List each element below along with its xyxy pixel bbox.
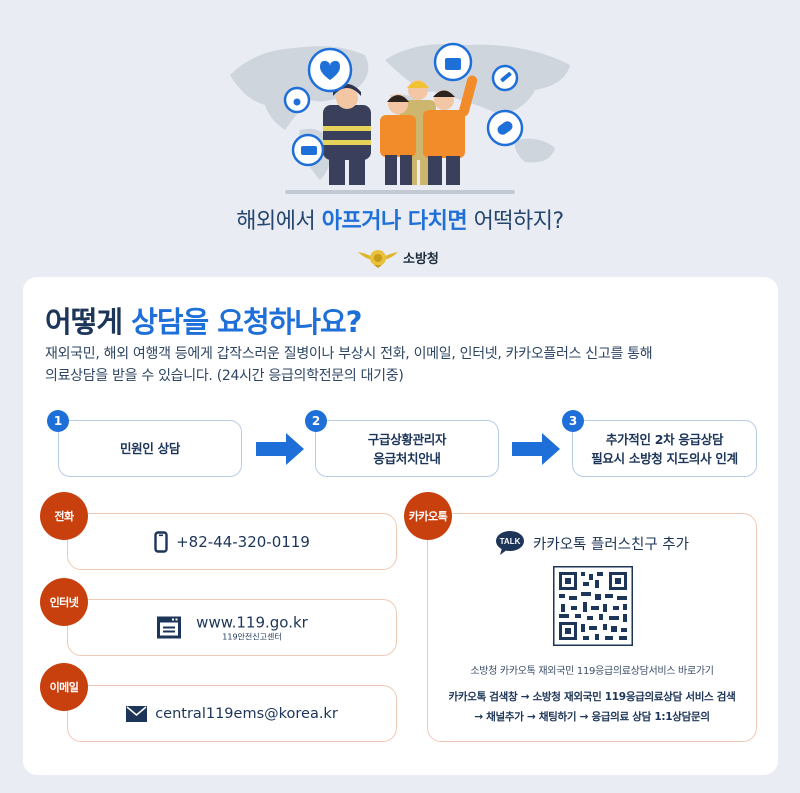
step-3-line-2: 필요시 소방청 지도의사 인계 [591,450,738,466]
title-highlight: 상담을 요청하나요? [131,305,362,339]
section-title: 어떻게 상담을 요청하나요? [45,299,363,341]
consultation-card: 어떻게 상담을 요청하나요? 재외국민, 해외 여행객 등에게 갑작스러운 질병… [23,277,778,775]
step-1-label: 민원인 상담 [119,441,181,456]
website-url[interactable]: www.119.go.kr [196,613,308,631]
headline-prefix: 해외에서 [236,209,322,234]
step-1-number: 1 [47,410,69,432]
phone-icon [154,530,168,553]
ground-line [285,190,515,194]
internet-badge: 인터넷 [40,578,88,626]
world-map-illustration [230,42,570,185]
kakao-contact-box: TALK 카카오톡 플러스친구 추가 [427,513,757,742]
section-description: 재외국민, 해외 여행객 등에게 갑작스러운 질병이나 부상시 전화, 이메일,… [45,343,745,387]
email-contact-box[interactable]: central119ems@korea.kr [67,685,397,742]
kakao-talk-icon: TALK [496,531,525,555]
kakao-badge: 카카오톡 [404,492,452,540]
step-2-line-2: 응급처치안내 [373,450,441,466]
kakao-instructions-line-2: → 채널추가 → 채팅하기 → 응급의료 상담 1:1상담문의 [474,711,710,723]
mail-icon [126,705,148,722]
hero-headline: 해외에서 아프거나 다치면 어떡하지? [0,203,800,235]
svg-text:TALK: TALK [500,537,521,546]
kakao-qr-code[interactable] [553,566,633,646]
description-line-2: 의료상담을 받을 수 있습니다. (24시간 응급의학전문의 대기중) [45,368,404,384]
email-address[interactable]: central119ems@korea.kr [155,705,338,722]
agency-name: 소방청 [403,251,439,267]
phone-contact-box[interactable]: +82-44-320-0119 [67,513,397,570]
step-2-number: 2 [305,410,327,432]
fire-agency-emblem-icon [358,250,398,268]
headline-suffix: 어떡하지? [467,209,565,234]
internet-contact-box[interactable]: www.119.go.kr 119안전신고센터 [67,599,397,656]
email-badge: 이메일 [40,663,88,711]
hero-banner: 해외에서 아프거나 다치면 어떡하지? 소방청 [0,0,800,270]
step-1-box: 민원인 상담 [58,420,242,477]
step-3-number: 3 [562,410,584,432]
phone-badge: 전화 [40,492,88,540]
browser-icon [157,616,182,639]
kakao-channel-link[interactable]: 소방청 카카오톡 재외국민 119응급의료상담서비스 바로가기 [470,666,714,677]
kakao-instructions-line-1: 카카오톡 검색창 → 소방청 재외국민 119응급의료상담 서비스 검색 [448,691,736,703]
description-line-1: 재외국민, 해외 여행객 등에게 갑작스러운 질병이나 부상시 전화, 이메일,… [45,346,653,362]
arrow-right-icon [512,433,560,465]
kakao-instructions: 카카오톡 검색창 → 소방청 재외국민 119응급의료상담 서비스 검색 → 채… [428,687,756,727]
step-3-box: 추가적인 2차 응급상담 필요시 소방청 지도의사 인계 [572,420,757,477]
arrow-right-icon [256,433,304,465]
kakao-title: 카카오톡 플러스친구 추가 [533,536,689,553]
website-caption: 119안전신고센터 [222,632,282,641]
step-3-line-1: 추가적인 2차 응급상담 [605,431,724,447]
agency-brand: 소방청 [358,244,439,270]
headline-highlight: 아프거나 다치면 [321,209,468,234]
title-prefix: 어떻게 [45,305,132,339]
step-2-line-1: 구급상황관리자 [367,431,447,447]
phone-number[interactable]: +82-44-320-0119 [176,532,310,551]
step-2-box: 구급상황관리자 응급처치안내 [315,420,499,477]
